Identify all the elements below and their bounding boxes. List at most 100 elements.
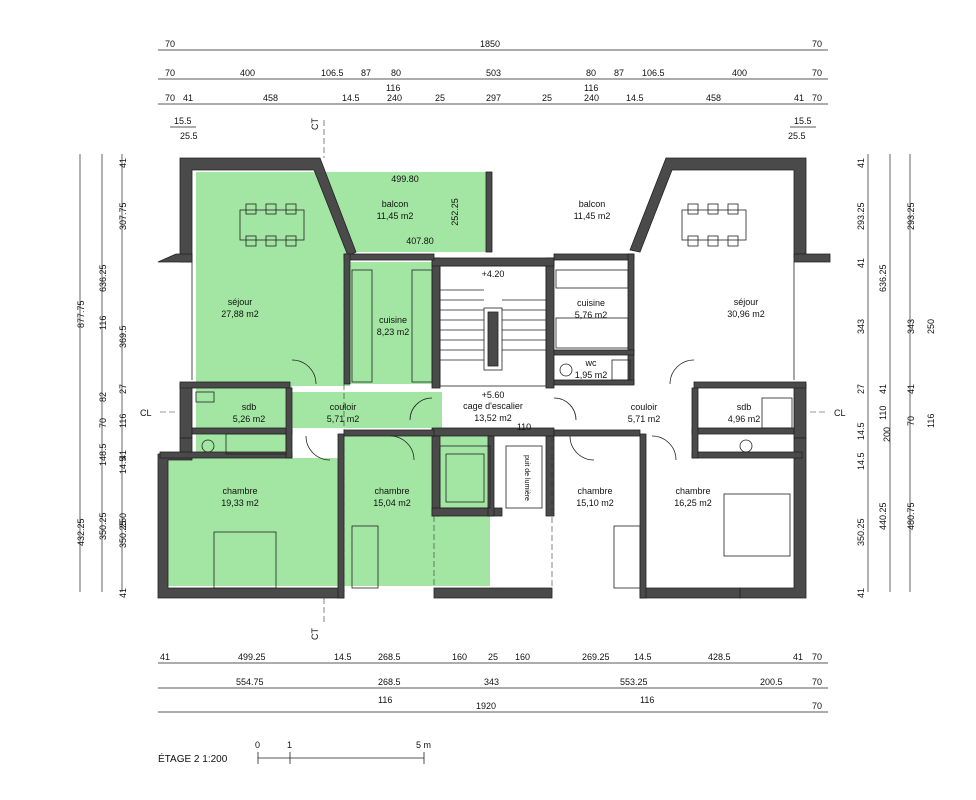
dim: 41 [856,588,866,598]
room-name: couloir [330,402,357,412]
dim: 116 [118,414,128,428]
dim: 440.25 [878,502,888,530]
dim: 499.25 [238,652,266,662]
dim: 106.5 [321,68,344,78]
dim: 70 [812,652,822,662]
dim: 268.5 [378,652,401,662]
dim-label: 252.25 [450,198,460,226]
dim: 503 [486,68,501,78]
dim: 25.5 [788,131,806,141]
dim: 41 [160,652,170,662]
scale-label: 0 [255,740,260,750]
dim: 25 [488,652,498,662]
top-dimensions: 70 1850 70 70 400 106.5 87 80 503 80 87 … [165,39,822,141]
dim: 70 [812,39,822,49]
kitchen-counter [555,269,629,289]
dim: 14.5 [626,93,644,103]
dim: 293.25 [856,202,866,230]
dining-table-icon [681,203,747,247]
kitchen-counter [555,317,629,349]
dim: 116 [584,83,598,93]
title-block: ÉTAGE 2 1:200 0 1 5 m [158,740,431,765]
dim: 293.25 [906,202,916,230]
dim: 200 [882,427,892,442]
bed-icon [613,525,641,589]
dim: 14.5 [342,93,360,103]
dim: 14.5 [856,422,866,440]
dim: 1920 [476,701,496,711]
toilet-icon [559,363,573,377]
room-area: 5,71 m2 [628,414,661,424]
dim: 82 [98,392,108,402]
room-name: chambre [374,486,409,496]
dim: 70 [812,677,822,687]
dim: 41 [793,652,803,662]
dim: 41 [183,93,193,103]
dim: 110 [878,406,888,420]
door-swing [553,397,577,421]
door-swing [651,435,677,461]
room-name: cuisine [379,315,407,325]
dimension-lines [79,49,911,713]
dim: 369.5 [118,325,128,348]
dim: 160 [515,652,530,662]
room-area: 15,10 m2 [576,498,614,508]
door-swing [569,435,595,461]
room-name: séjour [734,297,759,307]
dim: 116 [386,83,400,93]
dim: 116 [98,316,108,330]
right-dimensions: 41 293.25 293.25 636.25 41 343 343 250 2… [856,158,936,598]
bottom-dimensions: 41 499.25 14.5 268.5 160 25 160 269.25 1… [160,652,822,711]
bed-icon [723,493,791,557]
dim: 14.5 [334,652,352,662]
dim: 250 [118,513,128,528]
room-name: sdb [737,402,752,412]
dim: 41 [794,93,804,103]
dim: 160 [452,652,467,662]
dim: 428.5 [708,652,731,662]
toilet-icon [739,439,753,453]
dim: 343 [906,319,916,334]
dim: 27 [118,384,128,394]
door-swing [305,435,331,461]
dim: 343 [484,677,499,687]
dim: 70 [98,418,108,428]
dim: 25 [542,93,552,103]
dim: 268.5 [378,677,401,687]
cut-label: CL [140,408,152,418]
dim: 116 [378,695,392,705]
room-area: 5,76 m2 [575,310,608,320]
plan-title: ÉTAGE 2 1:200 [158,752,228,765]
dim: 41 [118,450,128,460]
room-area: 16,25 m2 [674,498,712,508]
dim: 307.75 [118,202,128,230]
dim: 14.5 [856,452,866,470]
toilet-icon [201,439,215,453]
level-label: +5.60 [482,390,505,400]
dim: 41 [856,258,866,268]
room-area: 11,45 m2 [574,211,611,221]
bed-icon [213,531,277,589]
dim: 636.25 [878,264,888,292]
dim: 240 [387,93,402,103]
sink-icon [195,391,215,403]
dim: 400 [732,68,747,78]
room-area: 27,88 m2 [221,309,259,319]
dim: 269.25 [582,652,610,662]
level-label: +4.20 [482,269,505,279]
lightwell-label: puit de lumière [523,455,530,501]
room-area: 30,96 m2 [727,309,765,319]
dim: 70 [165,93,175,103]
dining-table-icon [239,203,305,247]
dim: 350.25 [856,518,866,546]
dim: 70 [812,93,822,103]
cut-label: CT [310,628,320,640]
dim: 14.5 [118,456,128,474]
dim: 41 [906,384,916,394]
kitchen-counter [411,269,433,383]
dim: 458 [706,93,721,103]
door-swing [291,359,317,385]
dim: 240 [584,93,599,103]
room-name: sdb [242,402,257,412]
